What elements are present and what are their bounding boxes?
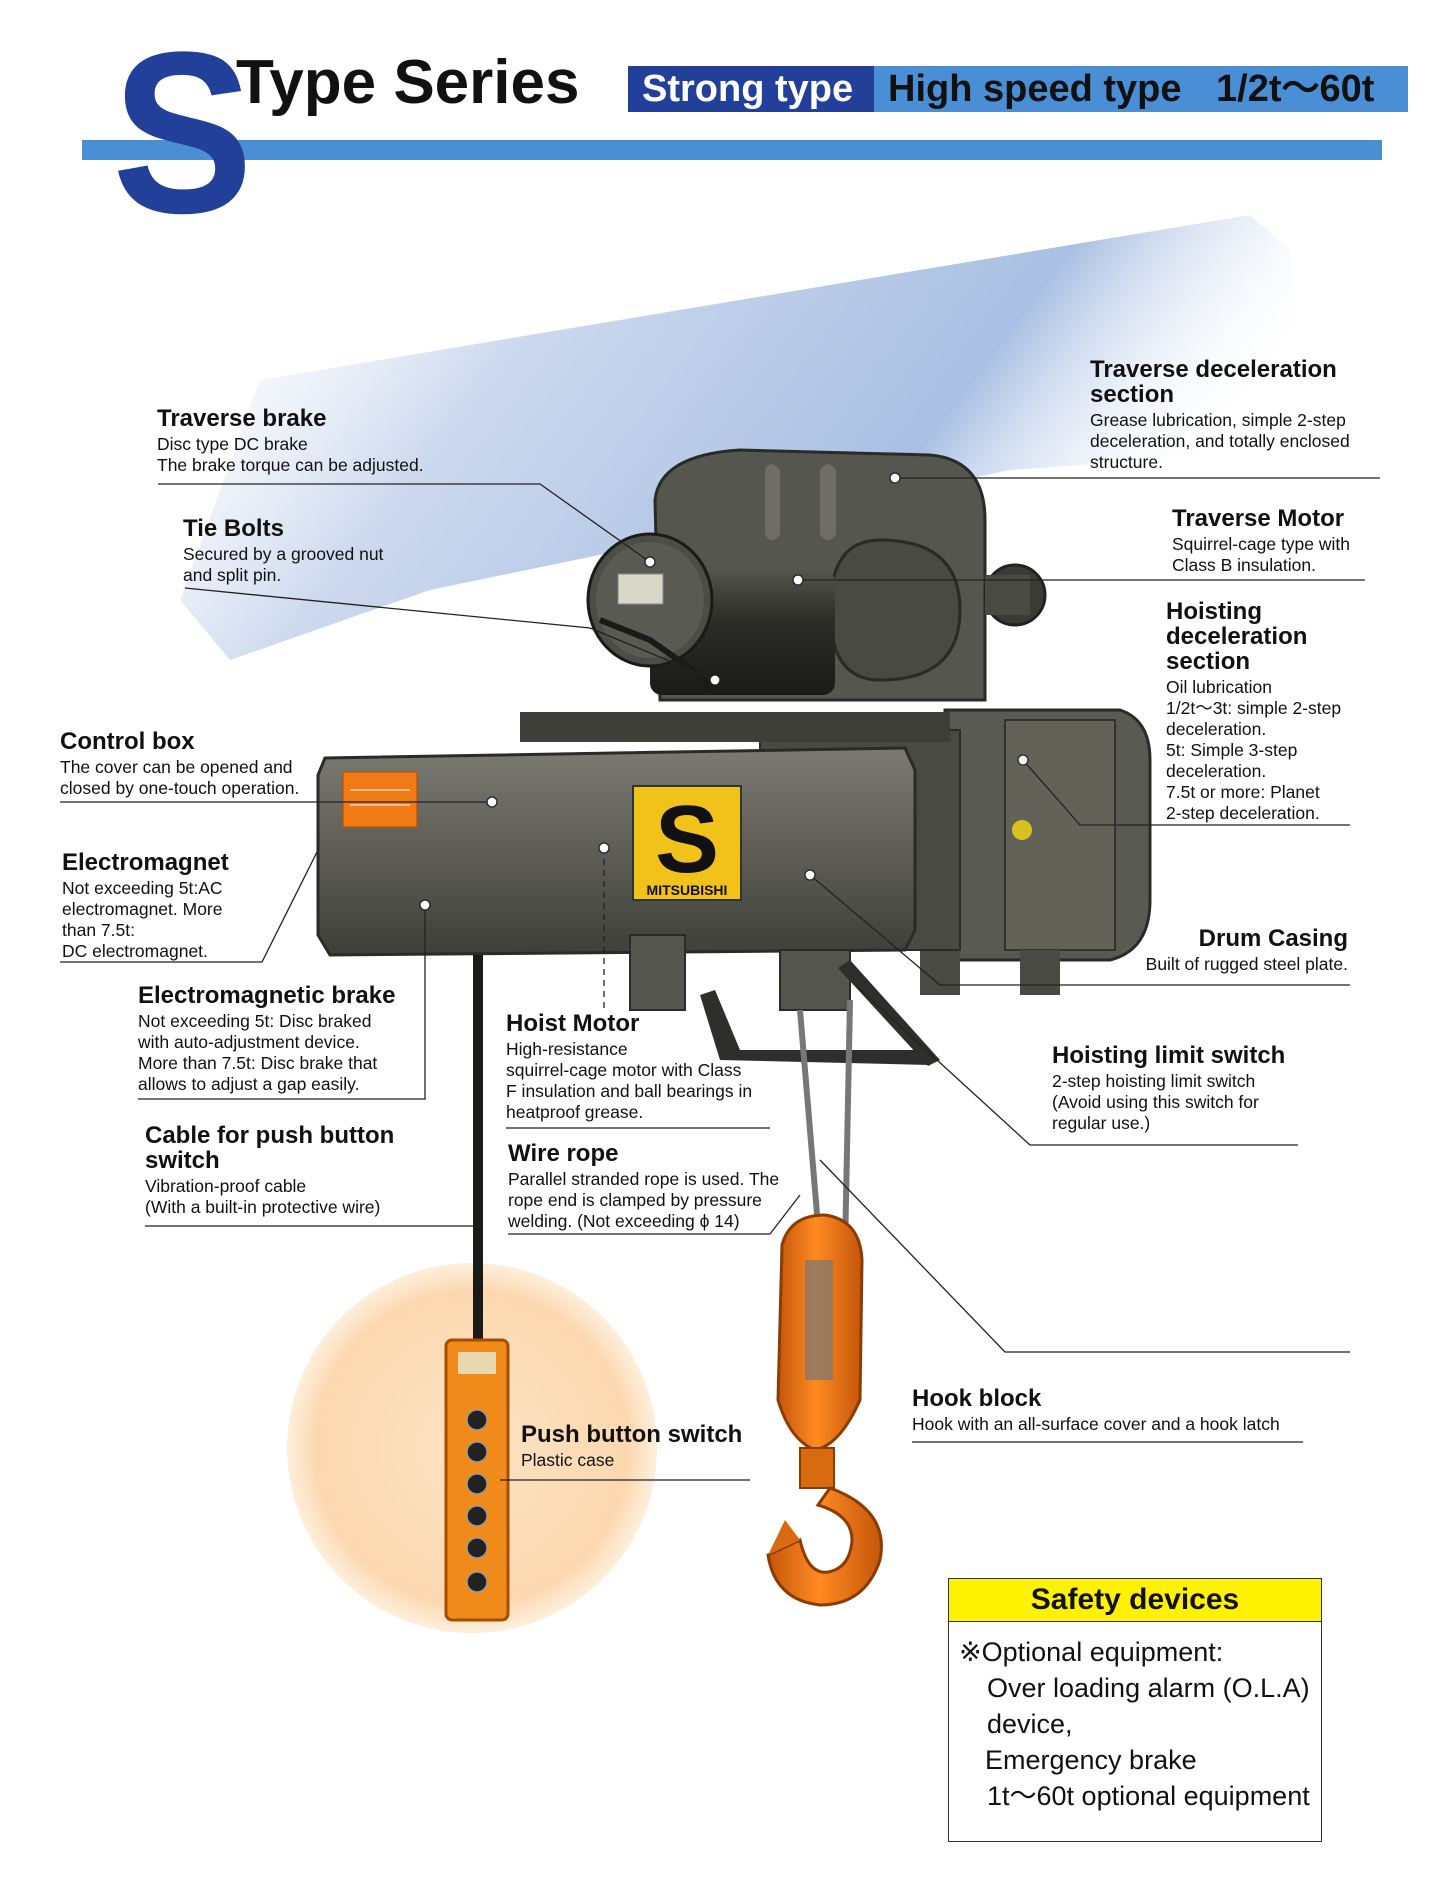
callout-title: Tie Bolts [183,515,284,542]
callout-drum-casing: Drum Casing Built of rugged steel plate. [1130,926,1348,975]
callout-line: Not exceeding 5t:AC [62,878,223,898]
callout-line: Not exceeding 5t: Disc braked [138,1011,372,1031]
safety-body: ※Optional equipment: Over loading alarm … [949,1622,1321,1814]
callout-line: Secured by a grooved nut [183,544,384,564]
callout-line: allows to adjust a gap easily. [138,1074,360,1094]
callout-line: deceleration, and totally enclosed [1090,431,1350,451]
callout-line: F insulation and ball bearings in [506,1081,753,1101]
safety-line: 1t〜60t optional equipment [987,1781,1310,1811]
callout-line: squirrel-cage motor with Class [506,1060,742,1080]
callout-line: 5t: Simple 3-step [1166,740,1298,760]
callout-line: deceleration. [1166,719,1267,739]
callout-electromagnetic-brake: Electromagnetic brake Not exceeding 5t: … [138,983,420,1095]
callout-title: Push button switch [521,1421,743,1448]
callout-tie-bolts: Tie Bolts Secured by a grooved nut and s… [183,516,443,586]
callout-traverse-brake: Traverse brake Disc type DC brake The br… [157,406,487,476]
brand-plate-letter: S [655,786,719,893]
badge-strong-type: Strong type [628,66,902,112]
rail-beam [180,215,1300,660]
badge-high-speed-type: High speed type [874,66,1216,112]
callout-title: section [1090,381,1175,408]
callout-line: 2-step hoisting limit switch [1052,1071,1256,1091]
callout-electromagnet: Electromagnet Not exceeding 5t:AC electr… [62,850,262,962]
brand-plate-brand: MITSUBISHI [647,882,728,898]
series-letter-logo: S [112,4,253,261]
callout-control-box: Control box The cover can be opened and … [60,729,320,799]
callout-line: deceleration. [1166,761,1267,781]
callout-line: rope end is clamped by pressure [508,1190,762,1210]
callout-line: Built of rugged steel plate. [1145,954,1348,974]
callout-push-button-switch: Push button switch Plastic case [521,1422,761,1471]
callout-title: Control box [60,728,195,755]
callout-title: Drum Casing [1198,925,1348,952]
callout-line: Grease lubrication, simple 2-step [1090,410,1346,430]
callout-hook-block: Hook block Hook with an all-surface cove… [912,1386,1312,1435]
callout-line: High-resistance [506,1039,628,1059]
hook [766,1486,883,1607]
callout-title: switch [145,1147,220,1174]
callout-line: Plastic case [521,1450,615,1470]
callout-line: Squirrel-cage type with [1172,534,1350,554]
callout-title: Electromagnetic brake [138,982,396,1009]
callout-line: Hook with an all-surface cover and a hoo… [912,1414,1280,1434]
callout-hoisting-limit-switch: Hoisting limit switch 2-step hoisting li… [1052,1043,1300,1134]
callout-line: with auto-adjustment device. [138,1032,360,1052]
callout-title: deceleration [1166,623,1308,650]
callout-cable: Cable for push button switch Vibration-p… [145,1123,465,1218]
callout-hoisting-deceleration: Hoisting deceleration section Oil lubric… [1166,599,1366,824]
callout-traverse-motor: Traverse Motor Squirrel-cage type with C… [1172,506,1382,576]
callout-line: closed by one-touch operation. [60,778,300,798]
callout-line: DC electromagnet. [62,941,208,961]
callout-line: than 7.5t: [62,920,135,940]
callout-line: 1/2t〜3t: simple 2-step [1166,698,1342,718]
header-rule [82,140,1382,160]
callout-title: Hoist Motor [506,1010,640,1037]
callout-line: welding. (Not exceeding ϕ 14) [508,1211,740,1231]
callout-line: The brake torque can be adjusted. [157,455,424,475]
safety-line: device, [987,1709,1073,1739]
callout-line: 2-step deceleration. [1166,803,1320,823]
badge-capacity-range: 1/2t〜60t [1202,66,1408,112]
callout-title: Hoisting limit switch [1052,1042,1286,1069]
callout-title: Hook block [912,1385,1042,1412]
callout-wire-rope: Wire rope Parallel stranded rope is used… [508,1141,808,1232]
callout-line: structure. [1090,452,1163,472]
callout-title: Hoisting [1166,598,1262,625]
callout-title: Traverse brake [157,405,327,432]
safety-line: Over loading alarm (O.L.A) [987,1673,1310,1703]
callout-line: electromagnet. More [62,899,223,919]
callout-line: More than 7.5t: Disc brake that [138,1053,378,1073]
callout-title: Traverse Motor [1172,505,1345,532]
callout-line: Disc type DC brake [157,434,308,454]
callout-line: regular use.) [1052,1113,1151,1133]
callout-hoist-motor: Hoist Motor High-resistance squirrel-cag… [506,1011,771,1123]
safety-line: Emergency brake [985,1745,1197,1775]
callout-line: 7.5t or more: Planet [1166,782,1320,802]
callout-line: (Avoid using this switch for [1052,1092,1259,1112]
callout-title: Wire rope [508,1140,619,1167]
callout-line: Oil lubrication [1166,677,1273,697]
callout-line: Parallel stranded rope is used. The [508,1169,780,1189]
safety-line: ※Optional equipment: [959,1637,1224,1667]
callout-line: and split pin. [183,565,282,585]
callout-line: Vibration-proof cable [145,1176,307,1196]
callout-line: The cover can be opened and [60,757,293,777]
callout-line: (With a built-in protective wire) [145,1197,381,1217]
callout-title: Electromagnet [62,849,229,876]
brand-plate [632,785,742,901]
callout-title: Traverse deceleration [1090,356,1337,383]
callout-traverse-deceleration: Traverse deceleration section Grease lub… [1090,357,1386,473]
callout-title: Cable for push button [145,1122,395,1149]
safety-heading: Safety devices [949,1579,1321,1622]
page-title: Type Series [236,48,580,117]
callout-line: Class B insulation. [1172,555,1316,575]
callout-line: heatproof grease. [506,1102,644,1122]
safety-devices-box: Safety devices ※Optional equipment: Over… [948,1578,1322,1842]
callout-title: section [1166,648,1251,675]
